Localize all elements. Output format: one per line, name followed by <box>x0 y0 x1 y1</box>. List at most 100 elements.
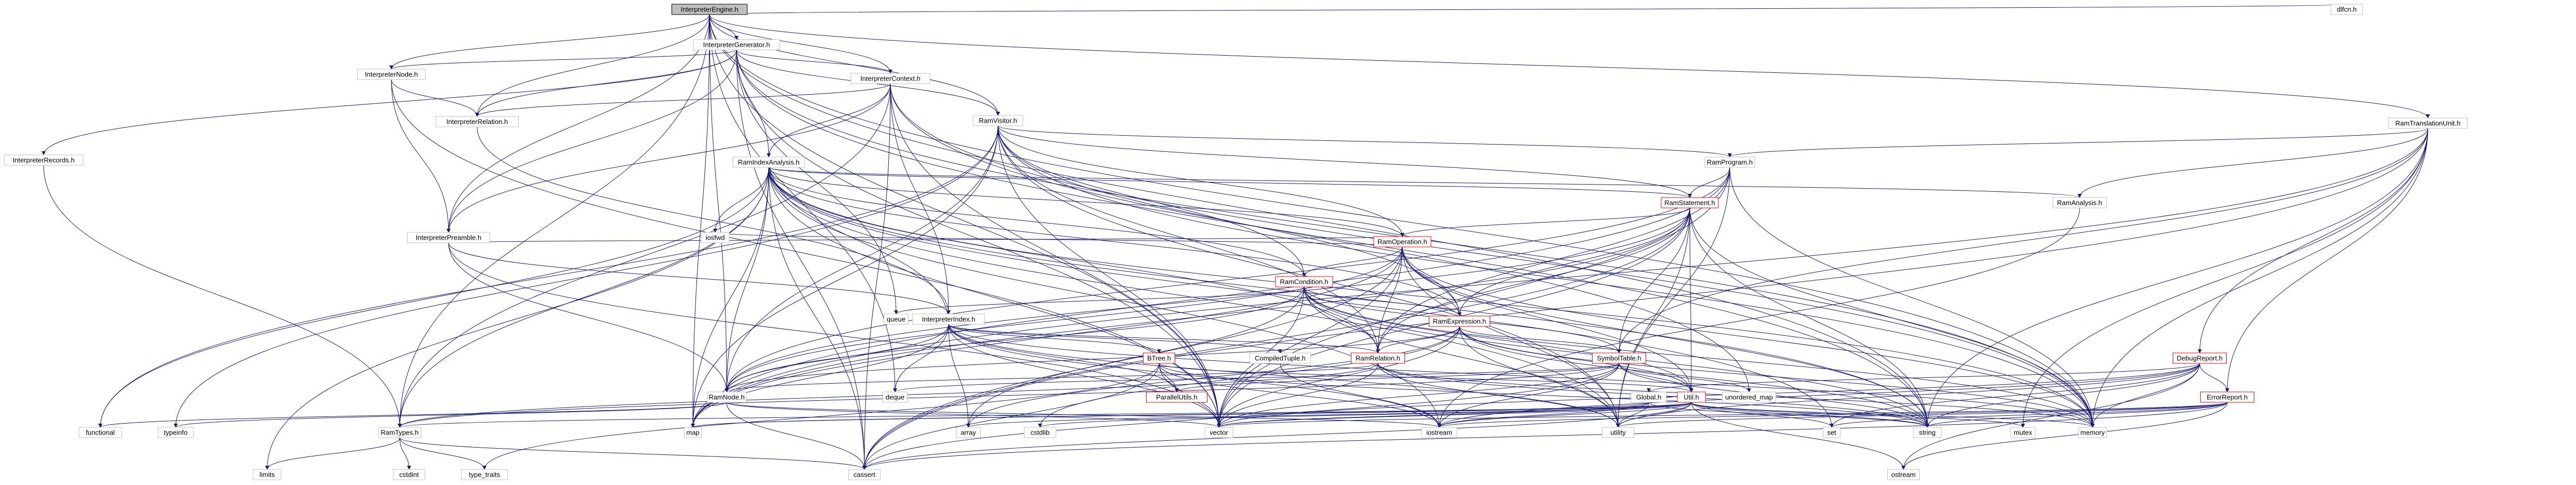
node-ramtranslationunit-h[interactable]: RamTranslationUnit.h <box>2388 117 2468 129</box>
node-box <box>1823 427 1841 438</box>
node-dlfcn-h[interactable]: dlfcn.h <box>2331 4 2363 15</box>
node-utility[interactable]: utility <box>1602 427 1634 438</box>
node-ramvisitor-h[interactable]: RamVisitor.h <box>972 115 1023 126</box>
edge-ramoperation-h-to-ramrelation-h <box>1376 246 1403 353</box>
edge-ramcondition-h-to-utility <box>1304 286 1620 428</box>
node-mutex[interactable]: mutex <box>2010 427 2035 438</box>
edge-ramindexanalysis-h-to-ramstatement-h <box>768 167 1692 198</box>
edge-ramstatement-h-to-string <box>1689 207 1929 428</box>
edge-ramindexanalysis-h-to-string <box>768 167 1929 428</box>
node-array[interactable]: array <box>956 427 981 438</box>
node-queue[interactable]: queue <box>884 313 909 325</box>
node-string[interactable]: string <box>1913 427 1942 438</box>
edge-util-h-to-cassert <box>862 402 1692 470</box>
edge-interpreterindex-h-to-memory <box>948 324 2095 428</box>
node-interpretercontext-h[interactable]: InterpreterContext.h <box>850 73 930 84</box>
node-ramstatement-h[interactable]: RamStatement.h <box>1661 197 1719 208</box>
edge-interpretercontext-h-to-memory <box>890 83 2095 428</box>
node-label: RamStatement.h <box>1664 199 1715 207</box>
node-set[interactable]: set <box>1823 427 1841 438</box>
node-box <box>2388 117 2468 129</box>
edge-ramexpression-h-to-ramnode-h <box>725 326 1460 392</box>
node-interpreterindex-h[interactable]: InterpreterIndex.h <box>912 313 985 325</box>
edge-interpreterindex-h-to-iostream <box>948 324 1441 428</box>
node-deque[interactable]: deque <box>883 391 908 403</box>
edge-ramnode-h-to-vector <box>726 402 1221 428</box>
node-box <box>2331 4 2363 15</box>
node-label: RamRelation.h <box>1356 355 1400 362</box>
node-box <box>1602 427 1634 438</box>
node-label: ParallelUtils.h <box>1156 394 1197 401</box>
node-symboltable-h[interactable]: SymbolTable.h <box>1592 352 1646 364</box>
node-functional[interactable]: functional <box>78 427 122 438</box>
node-cstdint[interactable]: cstdint <box>393 469 425 480</box>
edge-ramvisitor-h-to-ramstatement-h <box>997 125 1692 198</box>
node-iostream[interactable]: iostream <box>1421 427 1457 438</box>
node-typeinfo[interactable]: typeinfo <box>157 427 194 438</box>
edge-debugreport-h-to-vector <box>1217 363 2200 428</box>
edge-debugreport-h-to-string <box>1925 363 2200 428</box>
edge-interpretercontext-h-to-interpreterrelation-h <box>475 83 891 117</box>
node-parallelutils-h[interactable]: ParallelUtils.h <box>1146 391 1207 403</box>
node-box <box>1722 391 1776 403</box>
node-box <box>157 427 194 438</box>
node-memory[interactable]: memory <box>2078 427 2107 438</box>
node-debugreport-h[interactable]: DebugReport.h <box>2173 352 2227 364</box>
node-label: array <box>961 429 976 437</box>
node-ramnode-h[interactable]: RamNode.h <box>707 391 746 403</box>
node-global-h[interactable]: Global.h <box>1631 391 1667 403</box>
edge-ramindexanalysis-h-to-vector <box>768 167 1221 428</box>
node-btree-h[interactable]: BTree.h <box>1143 352 1175 364</box>
node-interpreterengine-h[interactable]: InterpreterEngine.h <box>672 4 747 15</box>
node-interpretergenerator-h[interactable]: InterpreterGenerator.h <box>693 39 780 50</box>
node-box <box>2173 352 2227 364</box>
node-ramexpression-h[interactable]: RamExpression.h <box>1429 316 1490 327</box>
node-ramprogram-h[interactable]: RamProgram.h <box>1704 156 1755 168</box>
node-box <box>1421 427 1457 438</box>
node-ramcondition-h[interactable]: RamCondition.h <box>1275 276 1333 287</box>
edge-errorreport-h-to-set <box>1830 402 2228 428</box>
node-ostream[interactable]: ostream <box>1887 469 1920 480</box>
node-interpreterpreamble-h[interactable]: InterpreterPreamble.h <box>407 232 490 243</box>
node-util-h[interactable]: Util.h <box>1677 391 1706 403</box>
node-ramanalysis-h[interactable]: RamAnalysis.h <box>2053 197 2107 208</box>
edge-ramrelation-h-to-ramnode-h <box>725 363 1378 392</box>
node-ramindexanalysis-h[interactable]: RamIndexAnalysis.h <box>732 156 805 168</box>
edge-ramexpression-h-to-ramrelation-h <box>1376 326 1460 353</box>
node-vector[interactable]: vector <box>1204 427 1233 438</box>
node-label: cstdlib <box>1031 429 1050 437</box>
node-label: mutex <box>2014 429 2032 437</box>
node-errorreport-h[interactable]: ErrorReport.h <box>2200 391 2254 403</box>
node-unordered-map[interactable]: unordered_map <box>1722 391 1776 403</box>
node-map[interactable]: map <box>684 427 702 438</box>
node-type-traits[interactable]: type_traits <box>461 469 508 480</box>
node-cstdlib[interactable]: cstdlib <box>1024 427 1056 438</box>
node-label: DebugReport.h <box>2177 355 2223 362</box>
node-interpreterrelation-h[interactable]: InterpreterRelation.h <box>436 116 519 127</box>
node-limits[interactable]: limits <box>253 469 282 480</box>
node-box <box>357 69 426 80</box>
node-box <box>1351 352 1405 364</box>
node-box <box>4 154 84 166</box>
node-label: RamNode.h <box>708 394 744 401</box>
node-iosfwd[interactable]: iosfwd <box>701 232 730 243</box>
node-interpreternode-h[interactable]: InterpreterNode.h <box>357 69 426 80</box>
node-box <box>884 313 909 325</box>
node-ramtypes-h[interactable]: RamTypes.h <box>378 427 422 438</box>
edge-interpreterengine-h-to-vector <box>709 14 1221 428</box>
node-interpreterrecords-h[interactable]: InterpreterRecords.h <box>4 154 84 166</box>
edge-ramtypes-h-to-type-traits <box>399 437 487 470</box>
node-compiledtuple-h[interactable]: CompiledTuple.h <box>1250 352 1311 364</box>
edge-ramstatement-h-to-ramrelation-h <box>1376 207 1690 353</box>
edge-ramoperation-h-to-util-h <box>1402 246 1693 392</box>
edge-interpretercontext-h-to-ramtypes-h <box>398 83 891 428</box>
node-ramoperation-h[interactable]: RamOperation.h <box>1373 236 1431 247</box>
node-ramrelation-h[interactable]: RamRelation.h <box>1351 352 1405 364</box>
edge-ramcondition-h-to-ramrelation-h <box>1304 286 1380 353</box>
node-label: type_traits <box>469 471 500 479</box>
node-label: typeinfo <box>164 429 188 437</box>
edge-interpretergenerator-h-to-cassert <box>736 49 866 470</box>
node-box <box>436 116 519 127</box>
edge-interpreterindex-h-to-ramindexanalysis-h <box>767 156 949 325</box>
node-cassert[interactable]: cassert <box>848 469 880 480</box>
